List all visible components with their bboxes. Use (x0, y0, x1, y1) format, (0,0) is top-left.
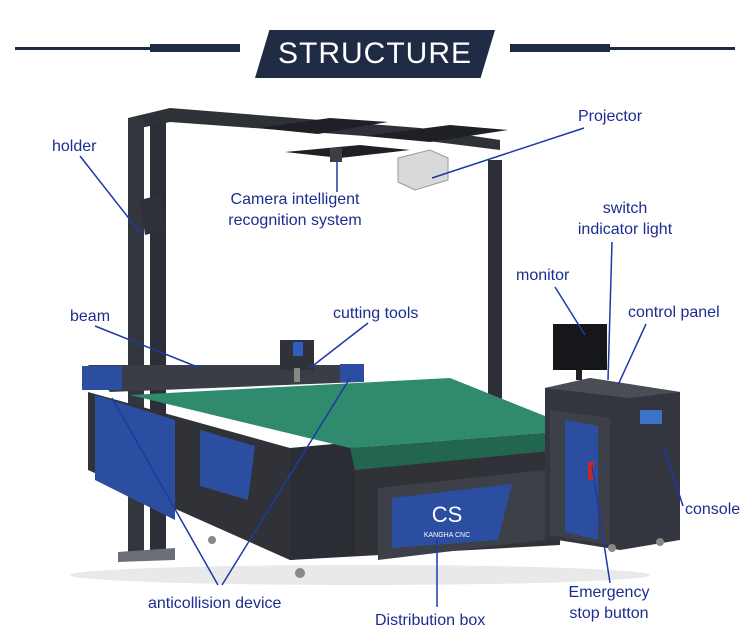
side-panel-left (95, 395, 175, 520)
distribution-box-panel (392, 484, 512, 548)
leader-switch (607, 241, 613, 381)
label-emergency-stop: Emergency stop button (548, 582, 670, 624)
projector-unit (397, 149, 449, 191)
label-switch-line1: switch (602, 200, 648, 217)
leader-anticollision-right (221, 377, 351, 586)
beam-end-cap-right (340, 364, 364, 382)
leader-anticollision-left (111, 397, 219, 586)
label-distribution-box: Distribution box (375, 612, 486, 629)
leader-monitor (554, 286, 586, 336)
monitor-screen (553, 324, 607, 370)
top-plate-left (258, 118, 388, 134)
page-title: STRUCTURE (255, 30, 495, 78)
camera-plate (285, 145, 410, 158)
machine-logo: CS (432, 502, 463, 527)
label-monitor: monitor (516, 267, 570, 284)
machine-brand: KANGHA CNC (424, 532, 470, 539)
label-control-panel: control panel (628, 304, 720, 321)
header-bar-right (510, 44, 610, 52)
side-panel-left-2 (200, 430, 255, 500)
label-projector: Projector (578, 108, 643, 125)
leader-projector (431, 127, 585, 179)
cutting-head-motor (293, 342, 303, 356)
header-rule-left (15, 47, 240, 50)
conveyor-belt-edge (350, 430, 580, 470)
label-camera-line1: Camera intelligent (230, 191, 360, 208)
leader-lines (79, 127, 684, 607)
leader-beam (94, 325, 201, 369)
leader-console (663, 447, 684, 507)
foot-wheel (208, 536, 216, 544)
label-anticollision: anticollision device (148, 595, 282, 612)
label-switch-indicator: switch indicator light (565, 198, 685, 240)
cutting-tool (294, 368, 300, 382)
header-bar-left (150, 44, 240, 52)
label-camera: Camera intelligent recognition system (220, 189, 370, 231)
console-top (545, 378, 680, 398)
label-holder: holder (52, 138, 97, 155)
label-cutting-tools: cutting tools (333, 305, 419, 322)
console-label-plate (640, 410, 662, 424)
holder-post-back-right (488, 160, 502, 420)
top-plate-right (365, 125, 508, 142)
leader-control-panel (617, 323, 647, 386)
leader-cutting-tools (309, 322, 369, 369)
label-console: console (685, 501, 741, 518)
foot-wheel (295, 568, 305, 578)
camera-unit (330, 148, 342, 162)
leader-emergency-stop (591, 465, 611, 584)
label-beam: beam (70, 308, 111, 325)
holder-brace (140, 195, 165, 235)
leader-holder (79, 155, 143, 236)
label-emergency-line2: stop button (569, 605, 649, 622)
foot-wheel (656, 538, 664, 546)
label-switch-line2: indicator light (577, 221, 673, 238)
label-emergency-line1: Emergency (568, 584, 650, 601)
monitor-stand (576, 370, 582, 380)
beam-end-cap (82, 366, 122, 390)
console-blue-panel (565, 420, 598, 540)
label-camera-line2: recognition system (228, 212, 362, 229)
header-rule-right (510, 47, 735, 50)
conveyor-belt (130, 378, 580, 448)
front-end-panel (290, 442, 355, 560)
foot-wheel (608, 544, 616, 552)
holder-base-plate (118, 548, 175, 562)
emergency-stop (588, 462, 594, 480)
beam (88, 365, 360, 392)
